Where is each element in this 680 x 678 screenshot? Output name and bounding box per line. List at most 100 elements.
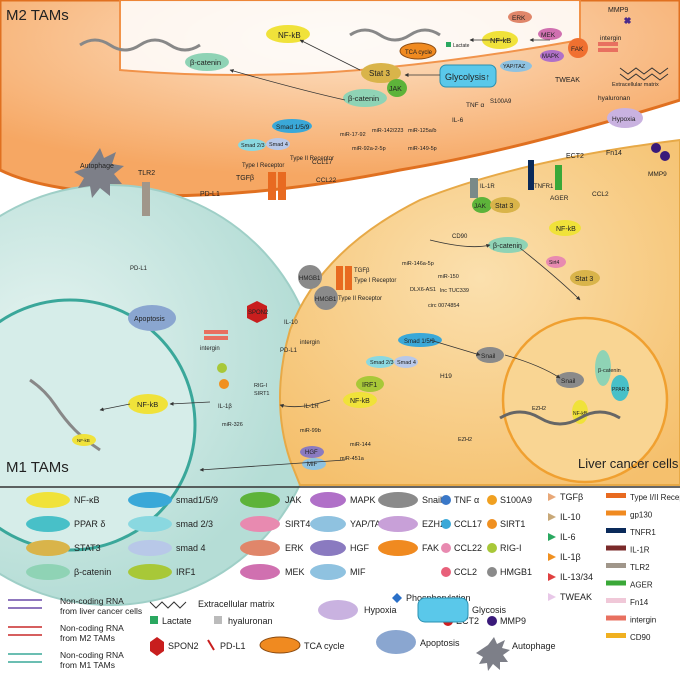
- integrin-liver-label: intergin: [300, 340, 320, 346]
- ppar-liver-label: PPAR δ: [612, 387, 630, 393]
- legend-glycosis: [417, 597, 469, 623]
- legend-swatch-col8-3: [606, 545, 626, 551]
- legend-swatch-col2-3: [128, 564, 172, 580]
- legend-label-col4-2: HGF: [350, 543, 370, 553]
- il1b-label: IL-1β: [218, 404, 232, 410]
- stat3b-liver-label: Stat 3: [575, 276, 593, 283]
- legend-hyaluronan: [214, 616, 222, 624]
- legend-hypoxia: [318, 600, 358, 620]
- spon2-hexagon: [247, 301, 267, 323]
- legend-label-autophage: Autophage: [512, 641, 556, 651]
- fak-label: FAK: [571, 46, 584, 53]
- integrin-m1b: [204, 336, 228, 340]
- fn14-label: Fn14: [606, 150, 622, 157]
- rec2-m2-label: Type II Receptor: [290, 156, 334, 162]
- ecm-fibers: [619, 67, 669, 75]
- il6-m2-label: IL-6: [452, 117, 464, 124]
- lnc-label: lnc TUC339: [440, 288, 469, 294]
- legend-label-col8-4: TLR2: [630, 563, 650, 572]
- legend-rna-label-b-0: from liver cancer cells: [60, 606, 142, 616]
- legend-rna-label-a-2: Non-coding RNA: [60, 650, 124, 660]
- mir326-label: miR-326: [222, 422, 243, 428]
- ligand-dot-a: [217, 363, 227, 373]
- tlr2-receptor: [142, 182, 150, 216]
- nfkb-liver-label: NF-kB: [556, 226, 576, 233]
- legend-swatch-col5-1: [378, 516, 418, 532]
- il1r-mid-label: IL-1R: [304, 404, 319, 410]
- ccl2-liver-label: CCL2: [592, 191, 609, 198]
- mir144-label: miR-144: [350, 442, 371, 448]
- legend-swatch-col8-2: [606, 528, 626, 533]
- legend-swatch-col1-1: [26, 516, 70, 532]
- fak-m2: [568, 38, 588, 58]
- smad23-liver: [366, 356, 394, 368]
- smad23-m2: [238, 139, 266, 151]
- tnfa-m2-label: TNF α: [466, 102, 484, 109]
- typei-liver-label: Type I Receptor: [354, 278, 396, 284]
- il10-label: IL-10: [284, 320, 298, 326]
- ccl17-m2-label: CCL17: [312, 159, 333, 166]
- tnfr1-label: TNFR1: [534, 184, 554, 190]
- legend-swatch-col6a-2: [441, 543, 451, 553]
- hmgb1b-label: HMGB1: [315, 297, 337, 303]
- legend-swatch-col8-4: [606, 563, 626, 568]
- legend-label-col7-2: IL-6: [560, 532, 576, 542]
- legend-label-mmp9: MMP9: [500, 616, 526, 626]
- ecm-fibers-2: [619, 73, 669, 81]
- apoptosis-blob: [128, 305, 176, 331]
- mif-label: MIF: [307, 462, 318, 468]
- legend-swatch-col2-2: [128, 540, 172, 556]
- mir4-label: miR-125a/b: [408, 128, 436, 134]
- ezh2b-liver-label: EZH2: [458, 437, 472, 443]
- nfkb-m1-small-label: NF-kB: [77, 438, 90, 443]
- mir150-label: miR-150: [438, 274, 459, 280]
- legend-swatch-col2-0: [128, 492, 172, 508]
- legend-autophage: [476, 637, 510, 671]
- legend-label-col5-1: EZH2: [422, 519, 445, 529]
- jak-liver: [472, 197, 492, 213]
- nfkb2-liver: [572, 400, 588, 424]
- legend-swatch-col8-0: [606, 493, 626, 498]
- legend-rna-label-a-0: Non-coding RNA: [60, 596, 124, 606]
- autophage-star: [74, 148, 124, 198]
- legend-pdl1: [207, 639, 215, 651]
- hmgb1b-circle: [314, 286, 338, 310]
- rec1-m2-label: Type I Receptor: [242, 163, 284, 169]
- liver-title: Liver cancer cells: [578, 456, 679, 471]
- mapk-m2: [540, 50, 564, 62]
- mif-liver: [302, 458, 326, 470]
- legend-label-col1-3: β-catenin: [74, 567, 111, 577]
- legend-rna-label-b-1: from M2 TAMs: [60, 633, 115, 643]
- legend-swatch-col1-3: [26, 564, 70, 580]
- receptor-m2-b: [278, 172, 286, 200]
- mmp9-pacman: [623, 16, 632, 25]
- legend-label-col6b-1: SIRT1: [500, 519, 525, 529]
- hgf-label: HGF: [305, 450, 318, 456]
- legend-label-col5-2: FAK: [422, 543, 439, 553]
- legend-swatch-col8-1: [606, 510, 626, 516]
- legend-apoptosis: [376, 630, 416, 654]
- legend-label-col3-2: ERK: [285, 543, 304, 553]
- legend-label-col4-1: YAP/TAZ: [350, 519, 387, 529]
- mir451-label: miR-451a: [340, 456, 365, 462]
- nfkbm-label: NF-kB: [350, 398, 370, 405]
- legend-label-col7-0: TGFβ: [560, 492, 583, 502]
- glycolysis-box: [439, 64, 497, 88]
- legend-swatch-col3-2: [240, 540, 280, 556]
- tgfb-liver-label: TGFβ: [354, 268, 370, 274]
- nfkb-m2-label: NF-kB: [278, 31, 301, 40]
- legend-swatch-col6b-1: [487, 519, 497, 529]
- bcat-liver-label: β-catenin: [493, 243, 522, 250]
- stat3-m2: [361, 63, 401, 83]
- integrin-m2: [598, 42, 618, 46]
- legend-swatch-col4-3: [310, 564, 346, 580]
- legend-label-pdl1: PD-L1: [220, 641, 246, 651]
- legend-swatch-col6a-1: [441, 519, 451, 529]
- ager-receptor: [555, 165, 562, 190]
- legend-spon2: [150, 637, 164, 656]
- mek-label: MEK: [541, 32, 556, 39]
- ligand-dot-b: [219, 379, 229, 389]
- legend-swatch-col7-2: [548, 533, 556, 541]
- legend-swatch-col5-2: [378, 540, 418, 556]
- legend-swatch-mmp9: [487, 616, 497, 626]
